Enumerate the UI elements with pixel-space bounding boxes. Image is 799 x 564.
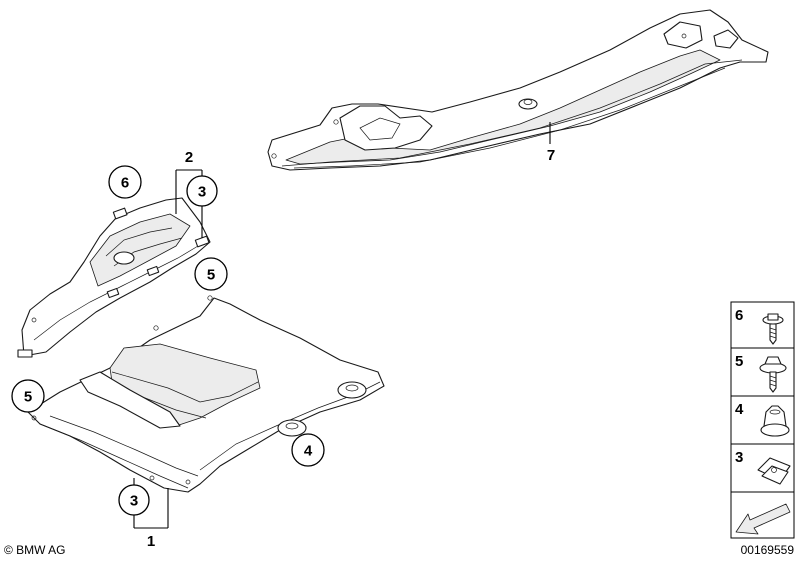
label-7: 7 bbox=[547, 147, 555, 164]
svg-text:6: 6 bbox=[121, 175, 129, 192]
hex-screw-with-washer-icon bbox=[759, 356, 787, 393]
part-7-underbody-shield bbox=[267, 9, 769, 171]
legend-row-6: 6 bbox=[730, 301, 795, 349]
svg-text:4: 4 bbox=[304, 443, 313, 460]
legend-row-3: 3 bbox=[730, 443, 795, 493]
svg-text:6: 6 bbox=[735, 307, 743, 324]
callout-5-top: 5 bbox=[194, 257, 228, 291]
svg-text:3: 3 bbox=[735, 449, 743, 466]
diagram-id: 00169559 bbox=[741, 543, 795, 557]
svg-text:3: 3 bbox=[198, 184, 206, 201]
svg-text:5: 5 bbox=[24, 389, 32, 406]
fastener-legend: 6 5 4 bbox=[730, 301, 795, 539]
copyright-text: © BMW AG bbox=[4, 543, 66, 557]
clip-nut-icon bbox=[757, 457, 791, 485]
part-1-underbody-panel bbox=[27, 295, 385, 493]
legend-row-5: 5 bbox=[730, 347, 795, 397]
svg-text:3: 3 bbox=[130, 493, 138, 510]
legend-row-4: 4 bbox=[730, 395, 795, 445]
label-1: 1 bbox=[147, 533, 155, 550]
svg-text:5: 5 bbox=[207, 267, 215, 284]
screw-with-washer-icon bbox=[762, 313, 784, 345]
label-2: 2 bbox=[185, 149, 193, 166]
legend-row-arrow bbox=[730, 491, 795, 539]
leader-lines bbox=[133, 122, 551, 529]
callout-6: 6 bbox=[108, 165, 142, 199]
svg-text:5: 5 bbox=[735, 353, 743, 370]
callout-4: 4 bbox=[291, 433, 325, 467]
arrow-direction-icon bbox=[735, 503, 791, 535]
callout-3-top: 3 bbox=[186, 175, 218, 207]
part-2-heat-shield bbox=[17, 197, 211, 358]
svg-text:4: 4 bbox=[735, 401, 744, 418]
callout-3-bottom: 3 bbox=[118, 484, 150, 516]
callout-5-left: 5 bbox=[11, 379, 45, 413]
plastic-nut-icon bbox=[760, 405, 790, 437]
